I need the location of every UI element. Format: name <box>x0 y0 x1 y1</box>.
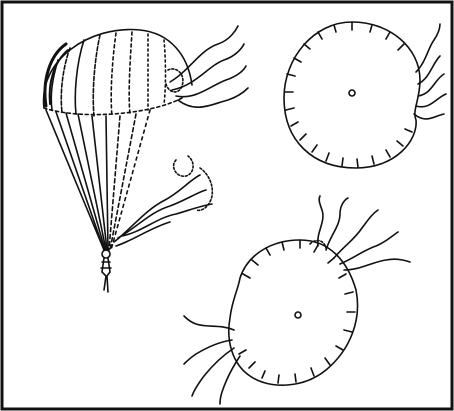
canopy-top-view-upper-icon <box>284 22 446 168</box>
canopy-top-view-lower-icon <box>184 196 410 404</box>
parachute-side-view-icon <box>44 26 248 292</box>
